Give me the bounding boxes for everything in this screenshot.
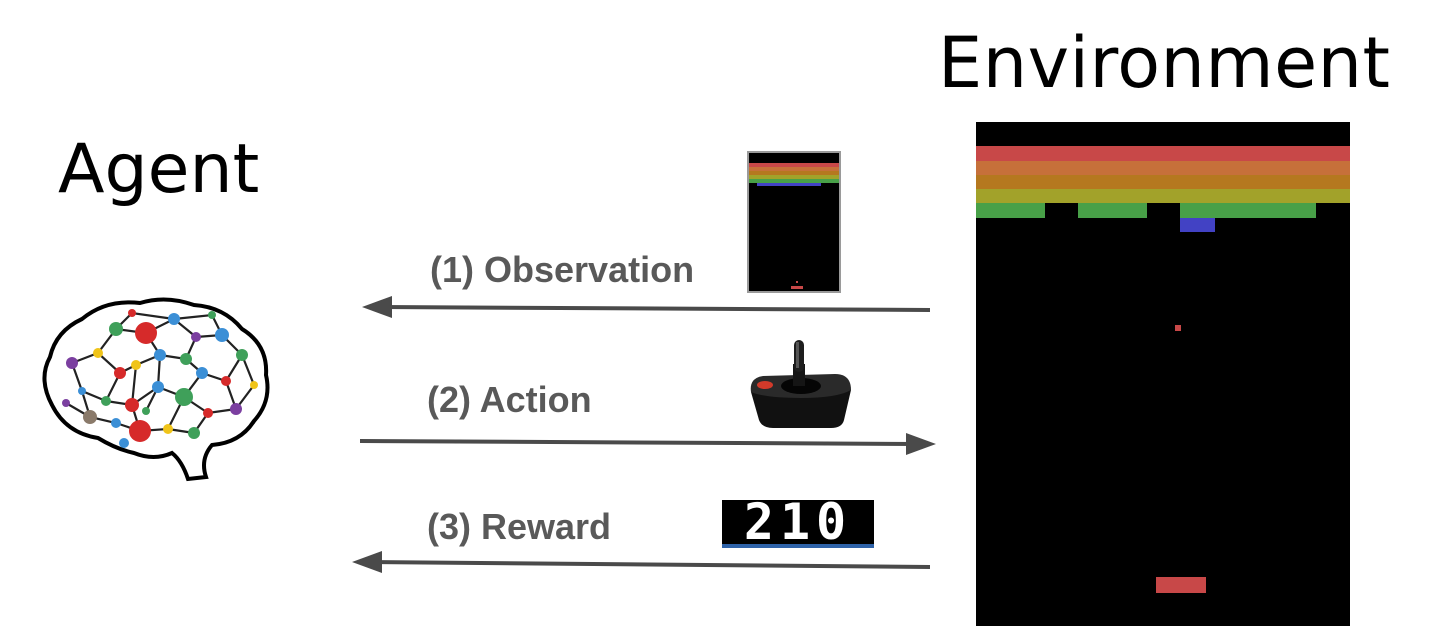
action-arrow xyxy=(359,433,936,455)
score-underline xyxy=(722,544,874,548)
observation-thumbnail xyxy=(747,151,841,293)
score-display: 210 xyxy=(722,500,874,548)
brain-network-icon xyxy=(42,297,270,482)
action-label: (2) Action xyxy=(427,379,592,420)
environment-game-screen xyxy=(976,122,1350,626)
breakout-game-render xyxy=(976,146,1350,593)
observation-arrow xyxy=(362,296,931,318)
joystick-icon xyxy=(750,340,851,428)
reward-label: (3) Reward xyxy=(427,506,612,547)
environment-title: Environment xyxy=(938,22,1391,104)
agent-title: Agent xyxy=(58,130,260,209)
thumbnail-game-render xyxy=(749,163,839,289)
reward-arrow xyxy=(352,551,931,573)
observation-label: (1) Observation xyxy=(430,249,695,290)
score-value: 210 xyxy=(743,500,853,548)
